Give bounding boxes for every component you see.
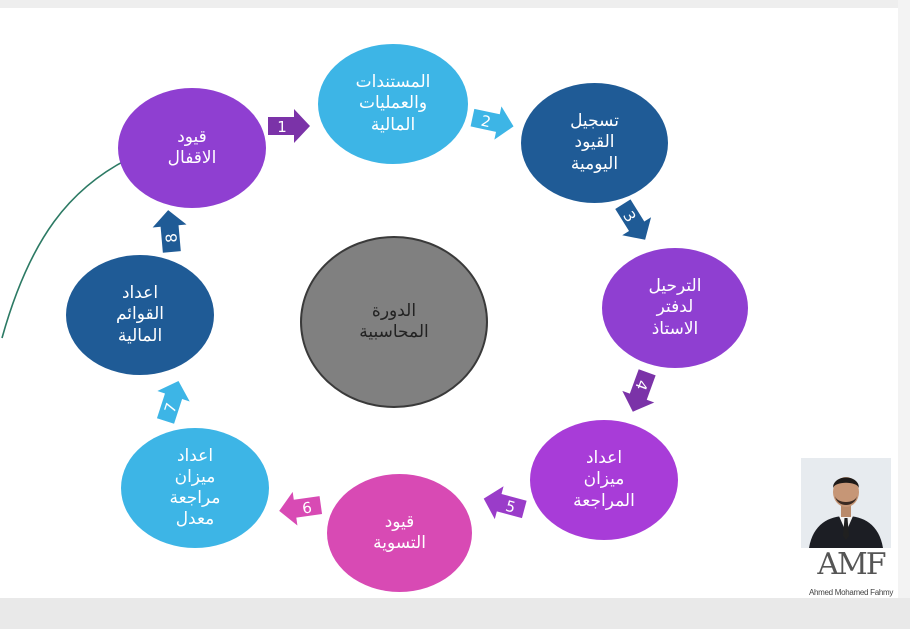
slide: الدورة المحاسبية المستندات والعمليات الم… [0,8,898,598]
presenter-name: Ahmed Mohamed Fahmy [808,588,894,597]
step-circle-4: اعداد ميزان المراجعة [530,420,678,540]
step-circle-8: قيود الاقفال [118,88,266,208]
window-edge [898,0,910,598]
presenter-photo [801,458,891,548]
step-circle-2: تسجيل القيود اليومية [521,83,668,203]
step-circle-7: اعداد القوائم المالية [66,255,214,375]
arrow-6: 6 [277,490,323,526]
arrow-2: 2 [470,104,516,140]
arrow-7: 7 [149,381,195,424]
step-circle-5: قيود التسوية [327,474,472,592]
arrow-2-number: 2 [479,112,492,132]
arrow-5: 5 [481,486,527,522]
decorative-swoosh [1,157,131,339]
step-circle-1: المستندات والعمليات المالية [318,44,468,164]
logo-mark: AMF [817,547,886,582]
step-circle-3: الترحيل لدفتر الاستاذ [602,248,748,368]
arrow-1-number: 1 [277,118,287,136]
center-circle: الدورة المحاسبية [300,236,488,408]
arrow-3: 3 [611,199,657,240]
brand-logo: AMF Ahmed Mohamed Fahmy [801,548,898,598]
arrow-6-number: 6 [301,498,313,517]
arrow-1: 1 [266,108,312,144]
arrow-8: 8 [147,210,193,253]
bottom-bar [0,598,910,629]
arrow-8-number: 8 [162,232,181,243]
arrow-5-number: 5 [504,497,518,517]
arrow-4: 4 [617,369,663,412]
step-circle-6: اعداد ميزان مراجعة معدل [121,428,269,548]
